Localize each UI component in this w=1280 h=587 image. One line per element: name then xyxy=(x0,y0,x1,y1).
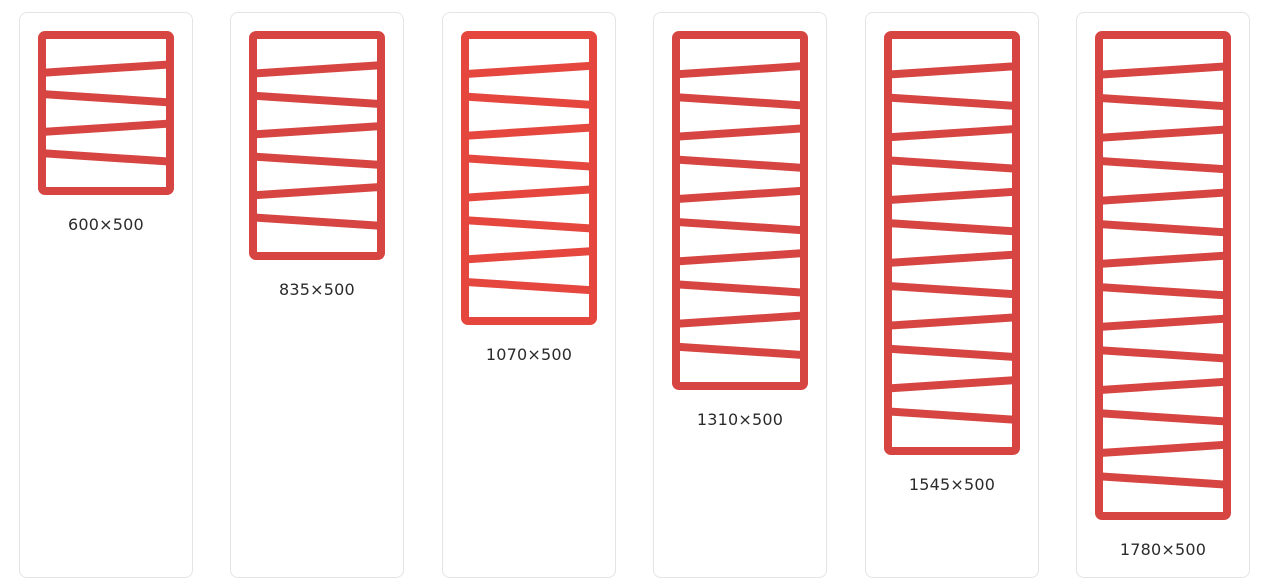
towel-radiator-icon xyxy=(672,31,808,390)
size-label: 1310×500 xyxy=(696,410,784,429)
size-label: 835×500 xyxy=(279,280,355,299)
size-label: 1545×500 xyxy=(908,475,996,494)
towel-radiator-icon xyxy=(249,31,385,260)
size-label: 1070×500 xyxy=(485,345,573,364)
towel-radiator-icon xyxy=(884,31,1020,455)
size-option-card-835x500[interactable]: 835×500 xyxy=(230,12,404,578)
size-option-card-1780x500[interactable]: 1780×500 xyxy=(1076,12,1250,578)
size-option-card-600x500[interactable]: 600×500 xyxy=(19,12,193,578)
size-option-card-1545x500[interactable]: 1545×500 xyxy=(865,12,1039,578)
size-label: 1780×500 xyxy=(1119,540,1207,559)
size-label: 600×500 xyxy=(68,215,144,234)
size-option-card-1310x500[interactable]: 1310×500 xyxy=(653,12,827,578)
size-option-card-1070x500[interactable]: 1070×500 xyxy=(442,12,616,578)
towel-radiator-icon xyxy=(461,31,597,325)
towel-radiator-icon xyxy=(38,31,174,195)
towel-radiator-icon xyxy=(1095,31,1231,520)
